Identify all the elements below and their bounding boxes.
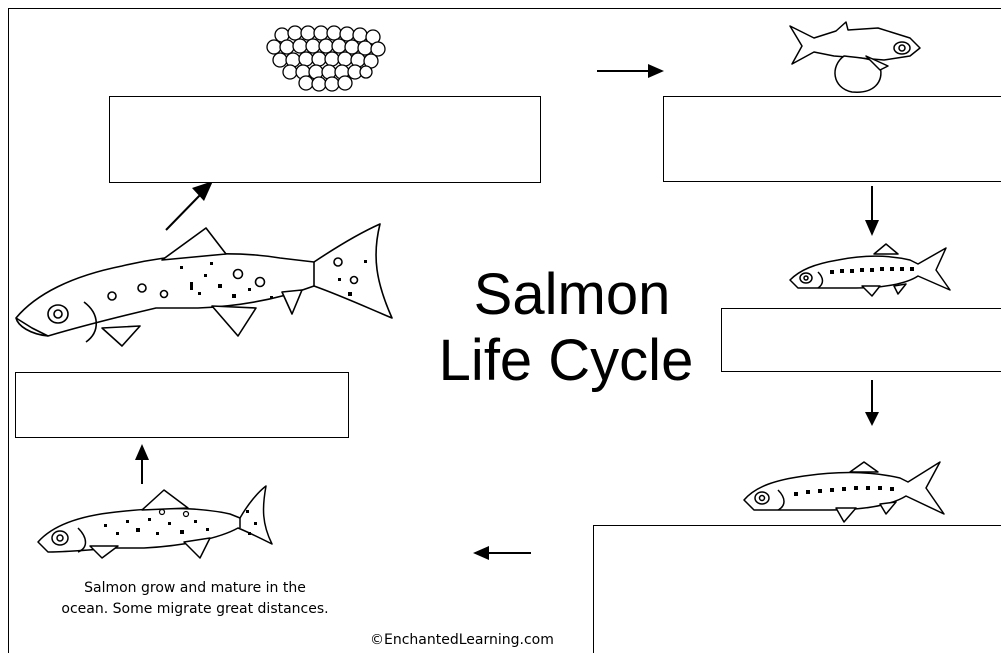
alevin-illustration (788, 16, 924, 96)
label-box-fry[interactable] (721, 308, 1001, 372)
arrow-ocean-to-adult (135, 444, 149, 484)
egg-cluster-illustration (262, 24, 394, 96)
label-box-smolt[interactable] (593, 525, 1001, 653)
fry-illustration (786, 242, 952, 300)
ocean-caption: Salmon grow and mature in the ocean. Som… (0, 578, 390, 620)
adult-salmon-illustration (12, 222, 392, 362)
arrow-eggs-to-alevin (597, 64, 664, 78)
label-box-alevin[interactable] (663, 96, 1001, 182)
ocean-salmon-illustration (34, 482, 274, 562)
title-line-2: Life Cycle (376, 328, 756, 394)
label-box-eggs[interactable] (109, 96, 541, 183)
caption-line-2: ocean. Some migrate great distances. (0, 599, 390, 620)
diagram-title: Salmon Life Cycle (376, 262, 756, 394)
title-line-1: Salmon (376, 262, 756, 328)
label-box-adult[interactable] (15, 372, 349, 438)
arrow-fry-to-smolt (865, 380, 879, 426)
copyright-notice: ©EnchantedLearning.com (370, 629, 592, 651)
arrow-alevin-to-fry (865, 186, 879, 236)
smolt-illustration (740, 456, 948, 526)
arrow-smolt-to-ocean (473, 546, 531, 560)
caption-line-1: Salmon grow and mature in the (0, 578, 390, 599)
